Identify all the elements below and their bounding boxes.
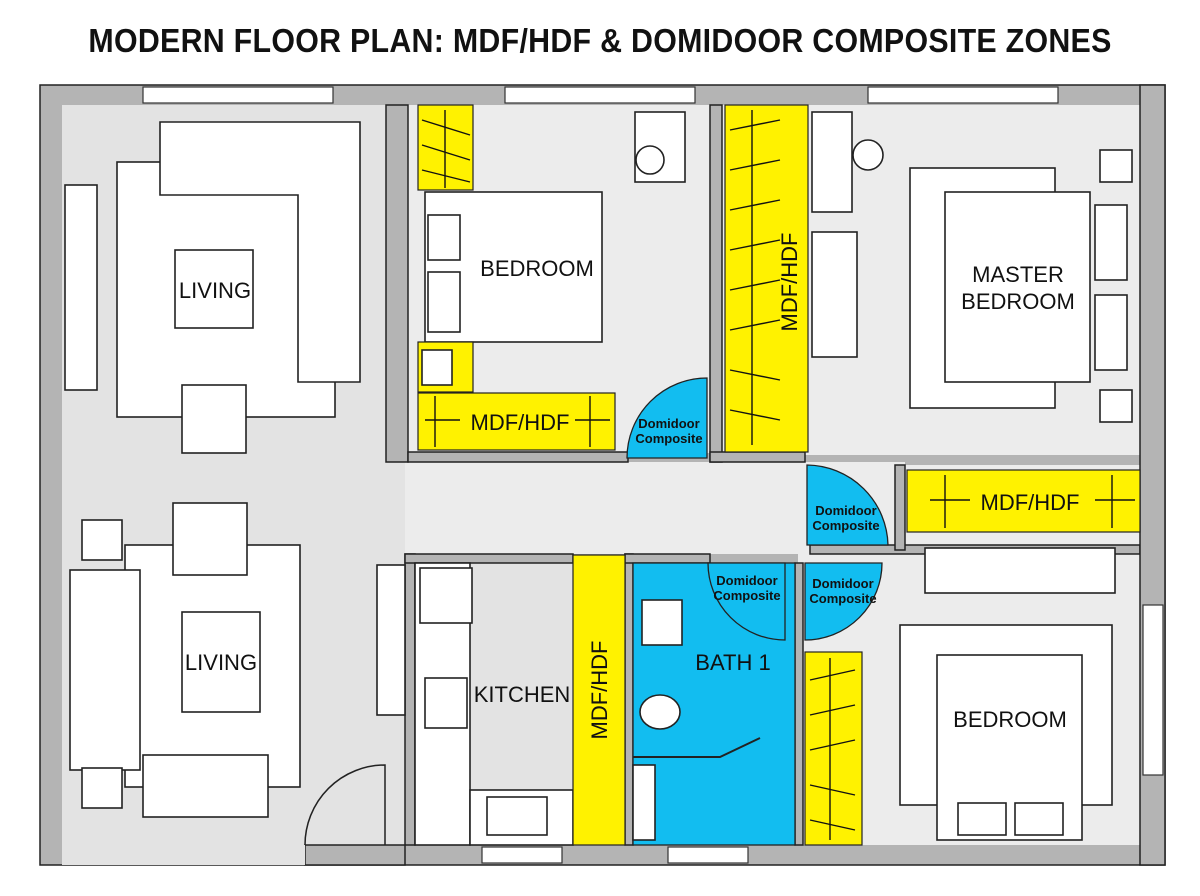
- wall: [304, 844, 406, 866]
- wall: [404, 553, 574, 564]
- pillow: [1094, 294, 1128, 371]
- shower-bench: [632, 764, 656, 841]
- domidoor-bath[interactable]: [707, 562, 786, 641]
- window: [867, 86, 1059, 104]
- domidoor-bedroom[interactable]: [626, 377, 708, 459]
- sink: [486, 796, 548, 836]
- domidoor-master[interactable]: [806, 464, 889, 546]
- window: [667, 846, 749, 864]
- domidoor-bedroom-2[interactable]: [804, 562, 883, 641]
- coffee-table: [174, 249, 254, 329]
- pillow: [1094, 204, 1128, 281]
- entry-door-swing[interactable]: [304, 764, 386, 846]
- wall: [385, 104, 409, 463]
- sectional-sofa: [159, 121, 361, 383]
- chair: [852, 139, 884, 171]
- desk: [811, 111, 853, 213]
- dresser: [811, 231, 858, 358]
- chair: [635, 145, 665, 175]
- room-label-bedroom: BEDROOM: [480, 256, 594, 281]
- side-table: [81, 519, 123, 561]
- toilet: [639, 694, 681, 730]
- room-label-master: BEDROOM: [961, 289, 1075, 314]
- window: [504, 86, 696, 104]
- loveseat: [142, 754, 269, 818]
- wall: [624, 553, 711, 564]
- side-table: [81, 767, 123, 809]
- hatch-pattern: [421, 110, 471, 188]
- hatch-pattern: [425, 396, 610, 447]
- coffee-table: [181, 611, 261, 713]
- nightstand: [421, 349, 453, 386]
- hatch-pattern: [809, 658, 856, 840]
- wall: [894, 464, 906, 551]
- door-label: Domidoor: [815, 503, 876, 518]
- nightstand: [1099, 389, 1133, 423]
- window: [1142, 604, 1164, 776]
- mdf-hdf-closet: [906, 469, 1141, 533]
- room-label-master: MASTER: [972, 262, 1064, 287]
- room-label-kitchen: KITCHEN: [474, 682, 571, 707]
- stove: [424, 677, 468, 729]
- room-label-living: LIVING: [185, 650, 257, 675]
- window: [481, 846, 563, 864]
- zone-label-mdf-hdf: MDF/HDF: [981, 490, 1080, 515]
- entry-opening: [62, 845, 305, 865]
- bed: [944, 191, 1091, 383]
- wall: [709, 104, 723, 463]
- door-label: Composite: [809, 591, 876, 606]
- door-label: Composite: [713, 588, 780, 603]
- nightstand: [1099, 149, 1133, 183]
- armchair: [172, 502, 248, 576]
- room-label-living: LIVING: [179, 278, 251, 303]
- room-label-bedroom: BEDROOM: [953, 707, 1067, 732]
- door-label: Domidoor: [638, 416, 699, 431]
- hatch-pattern: [729, 110, 781, 445]
- pillow: [957, 802, 1007, 836]
- plan-title: MODERN FLOOR PLAN: MDF/HDF & DOMIDOOR CO…: [88, 22, 1112, 59]
- tv-console: [64, 184, 98, 391]
- zone-label-mdf-hdf: MDF/HDF: [471, 410, 570, 435]
- wall: [794, 562, 804, 846]
- window: [142, 86, 334, 104]
- armchair: [181, 384, 247, 454]
- wall-unit: [376, 564, 406, 716]
- wall: [709, 451, 806, 463]
- room-label-bath: BATH 1: [695, 650, 770, 675]
- door-label: Composite: [635, 431, 702, 446]
- pillow: [427, 271, 461, 333]
- mdf-hdf-wardrobe: [724, 104, 809, 453]
- mdf-hdf-wardrobe: [417, 392, 616, 451]
- door-label: Domidoor: [812, 576, 873, 591]
- mdf-hdf-panel: [572, 554, 626, 846]
- pillow: [1014, 802, 1064, 836]
- wall: [407, 451, 629, 463]
- door-label: Composite: [812, 518, 879, 533]
- sofa: [69, 569, 141, 771]
- wall: [624, 553, 634, 846]
- dresser: [924, 547, 1116, 594]
- fridge: [419, 567, 473, 624]
- zone-label-mdf-hdf: MDF/HDF: [777, 233, 802, 332]
- shower-partition: [633, 737, 761, 758]
- bathroom-sink: [641, 599, 683, 646]
- pillow: [427, 214, 461, 261]
- zone-label-mdf-hdf: MDF/HDF: [587, 641, 612, 740]
- wall: [404, 553, 416, 846]
- hatch-pattern: [930, 475, 1135, 528]
- door-label: Domidoor: [716, 573, 777, 588]
